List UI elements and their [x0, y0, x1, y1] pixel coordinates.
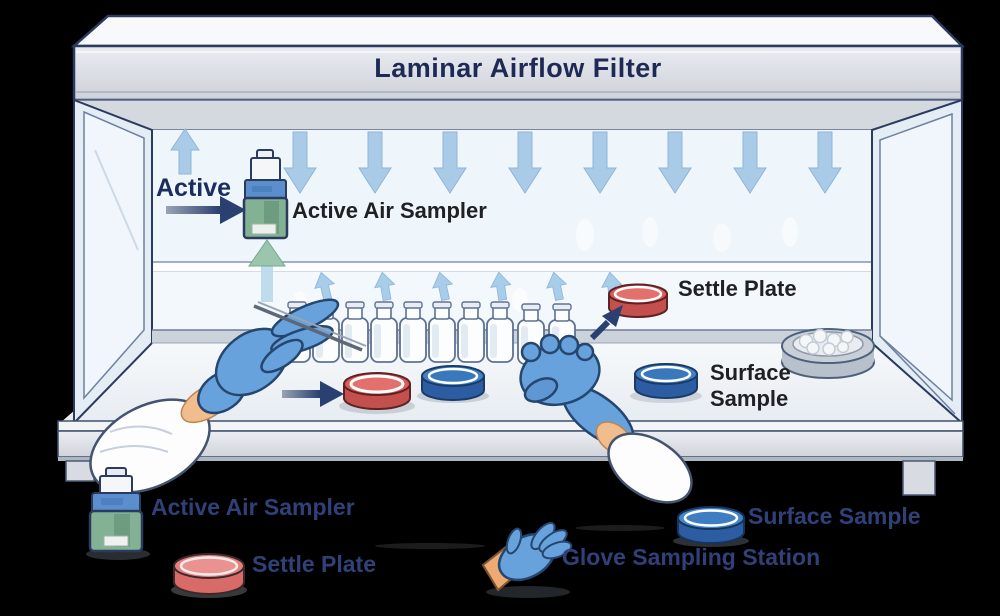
active-air-sampler-label: Active Air Sampler: [292, 198, 487, 223]
active-air-sampler-icon: [88, 467, 144, 553]
legend-label-glove-sampling-station: Glove Sampling Station: [562, 544, 821, 570]
vial: [370, 301, 398, 363]
settle-plate-label: Settle Plate: [678, 276, 797, 301]
right-sleeve: [607, 432, 693, 504]
tweezers: [253, 304, 363, 352]
right-gloved-hand: [519, 333, 693, 504]
vial: [428, 301, 456, 363]
bench-leg-right: [902, 460, 936, 496]
settle-plate-icon: [171, 553, 247, 598]
vial: [399, 301, 427, 363]
intake-arrow: [248, 239, 286, 302]
active-label: Active: [156, 174, 232, 202]
surface-sample-dish: [630, 363, 702, 403]
legend-label-surface-sample: Surface Sample: [748, 503, 921, 529]
vial: [457, 301, 485, 363]
worktop-red-dish: [339, 372, 415, 414]
faint-particles: [293, 217, 798, 313]
swab-container-bowl: [781, 328, 875, 379]
glove-icon: [481, 521, 573, 598]
worktop-arrow: [282, 381, 344, 407]
surface-sample-icon: [673, 506, 749, 547]
active-arrow: [166, 196, 246, 224]
air-sampler-device: [242, 149, 289, 240]
downflow-arrows: [170, 128, 842, 194]
diagram-title: Laminar Airflow Filter: [374, 53, 662, 83]
legend-label-active-air-sampler: Active Air Sampler: [151, 494, 355, 520]
legend-icons: [86, 467, 749, 598]
upflow-arrow-left: [170, 128, 200, 175]
cotton-swabs: [798, 328, 854, 356]
surface-sample-label: Surface Sample: [710, 360, 791, 411]
left-gloved-hand: [89, 298, 367, 494]
vial: [486, 301, 514, 363]
filter-band: [72, 44, 964, 102]
settle-plate-arrow: [589, 305, 623, 341]
legend-label-settle-plate: Settle Plate: [252, 551, 376, 577]
worktop-blue-dish: [417, 365, 489, 403]
settle-plate-dish: [608, 283, 668, 318]
